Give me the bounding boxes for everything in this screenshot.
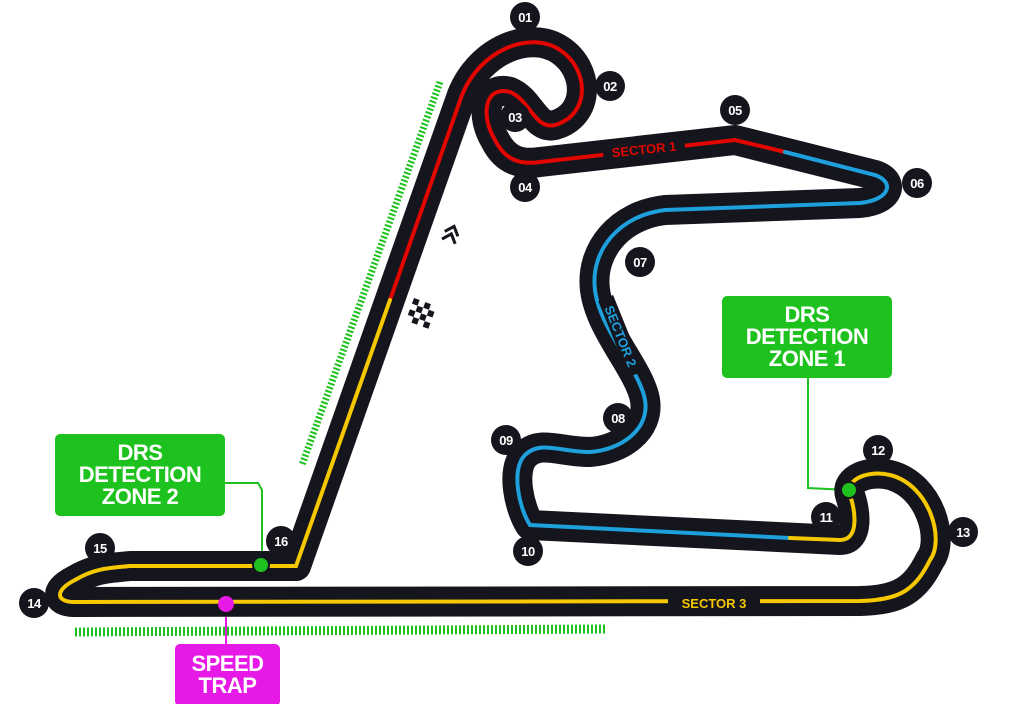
drs1-line1: DRS — [784, 302, 830, 327]
corner-09: 09 — [491, 425, 521, 455]
drs-zone-back-straight — [74, 624, 606, 637]
corner-03: 03 — [500, 102, 530, 132]
speed-trap-callout: SPEED TRAP — [175, 644, 280, 704]
corner-02: 02 — [595, 71, 625, 101]
corner-15: 15 — [85, 533, 115, 563]
corner-04: 04 — [510, 172, 540, 202]
corner-06: 06 — [902, 168, 932, 198]
corner-14: 14 — [19, 588, 49, 618]
speed-trap-line1: SPEED — [191, 651, 264, 676]
drs1-point — [840, 481, 858, 499]
drs-zone-main-straight — [298, 80, 444, 467]
drs1-line3: ZONE 1 — [768, 346, 846, 371]
corner-13: 13 — [948, 517, 978, 547]
drs-detection-zone-2-callout: DRS DETECTION ZONE 2 — [55, 434, 225, 516]
corner-10: 10 — [513, 536, 543, 566]
sector-2-line — [515, 150, 889, 540]
sector-1-line — [388, 40, 787, 302]
corner-05: 05 — [720, 95, 750, 125]
sector-3-label: SECTOR 3 — [682, 596, 747, 611]
corner-11: 11 — [811, 502, 841, 532]
drs1-line2: DETECTION — [745, 324, 869, 349]
speed-trap-line2: TRAP — [198, 673, 257, 698]
speed-trap-point — [218, 596, 234, 612]
drs2-line2: DETECTION — [78, 462, 202, 487]
corner-12: 12 — [863, 435, 893, 465]
corner-16: 16 — [266, 526, 296, 556]
start-finish-flag-icon — [407, 298, 435, 329]
direction-chevron-icon — [441, 224, 460, 245]
drs-detection-zone-1-callout: DRS DETECTION ZONE 1 — [722, 296, 892, 378]
drs2-line3: ZONE 2 — [101, 484, 179, 509]
drs2-connector — [225, 482, 263, 564]
drs2-point — [252, 556, 270, 574]
sector-1-label: SECTOR 1 — [611, 139, 677, 161]
drs2-line1: DRS — [117, 440, 163, 465]
corner-08: 08 — [603, 403, 633, 433]
corner-07: 07 — [625, 247, 655, 277]
corner-01: 01 — [510, 2, 540, 32]
